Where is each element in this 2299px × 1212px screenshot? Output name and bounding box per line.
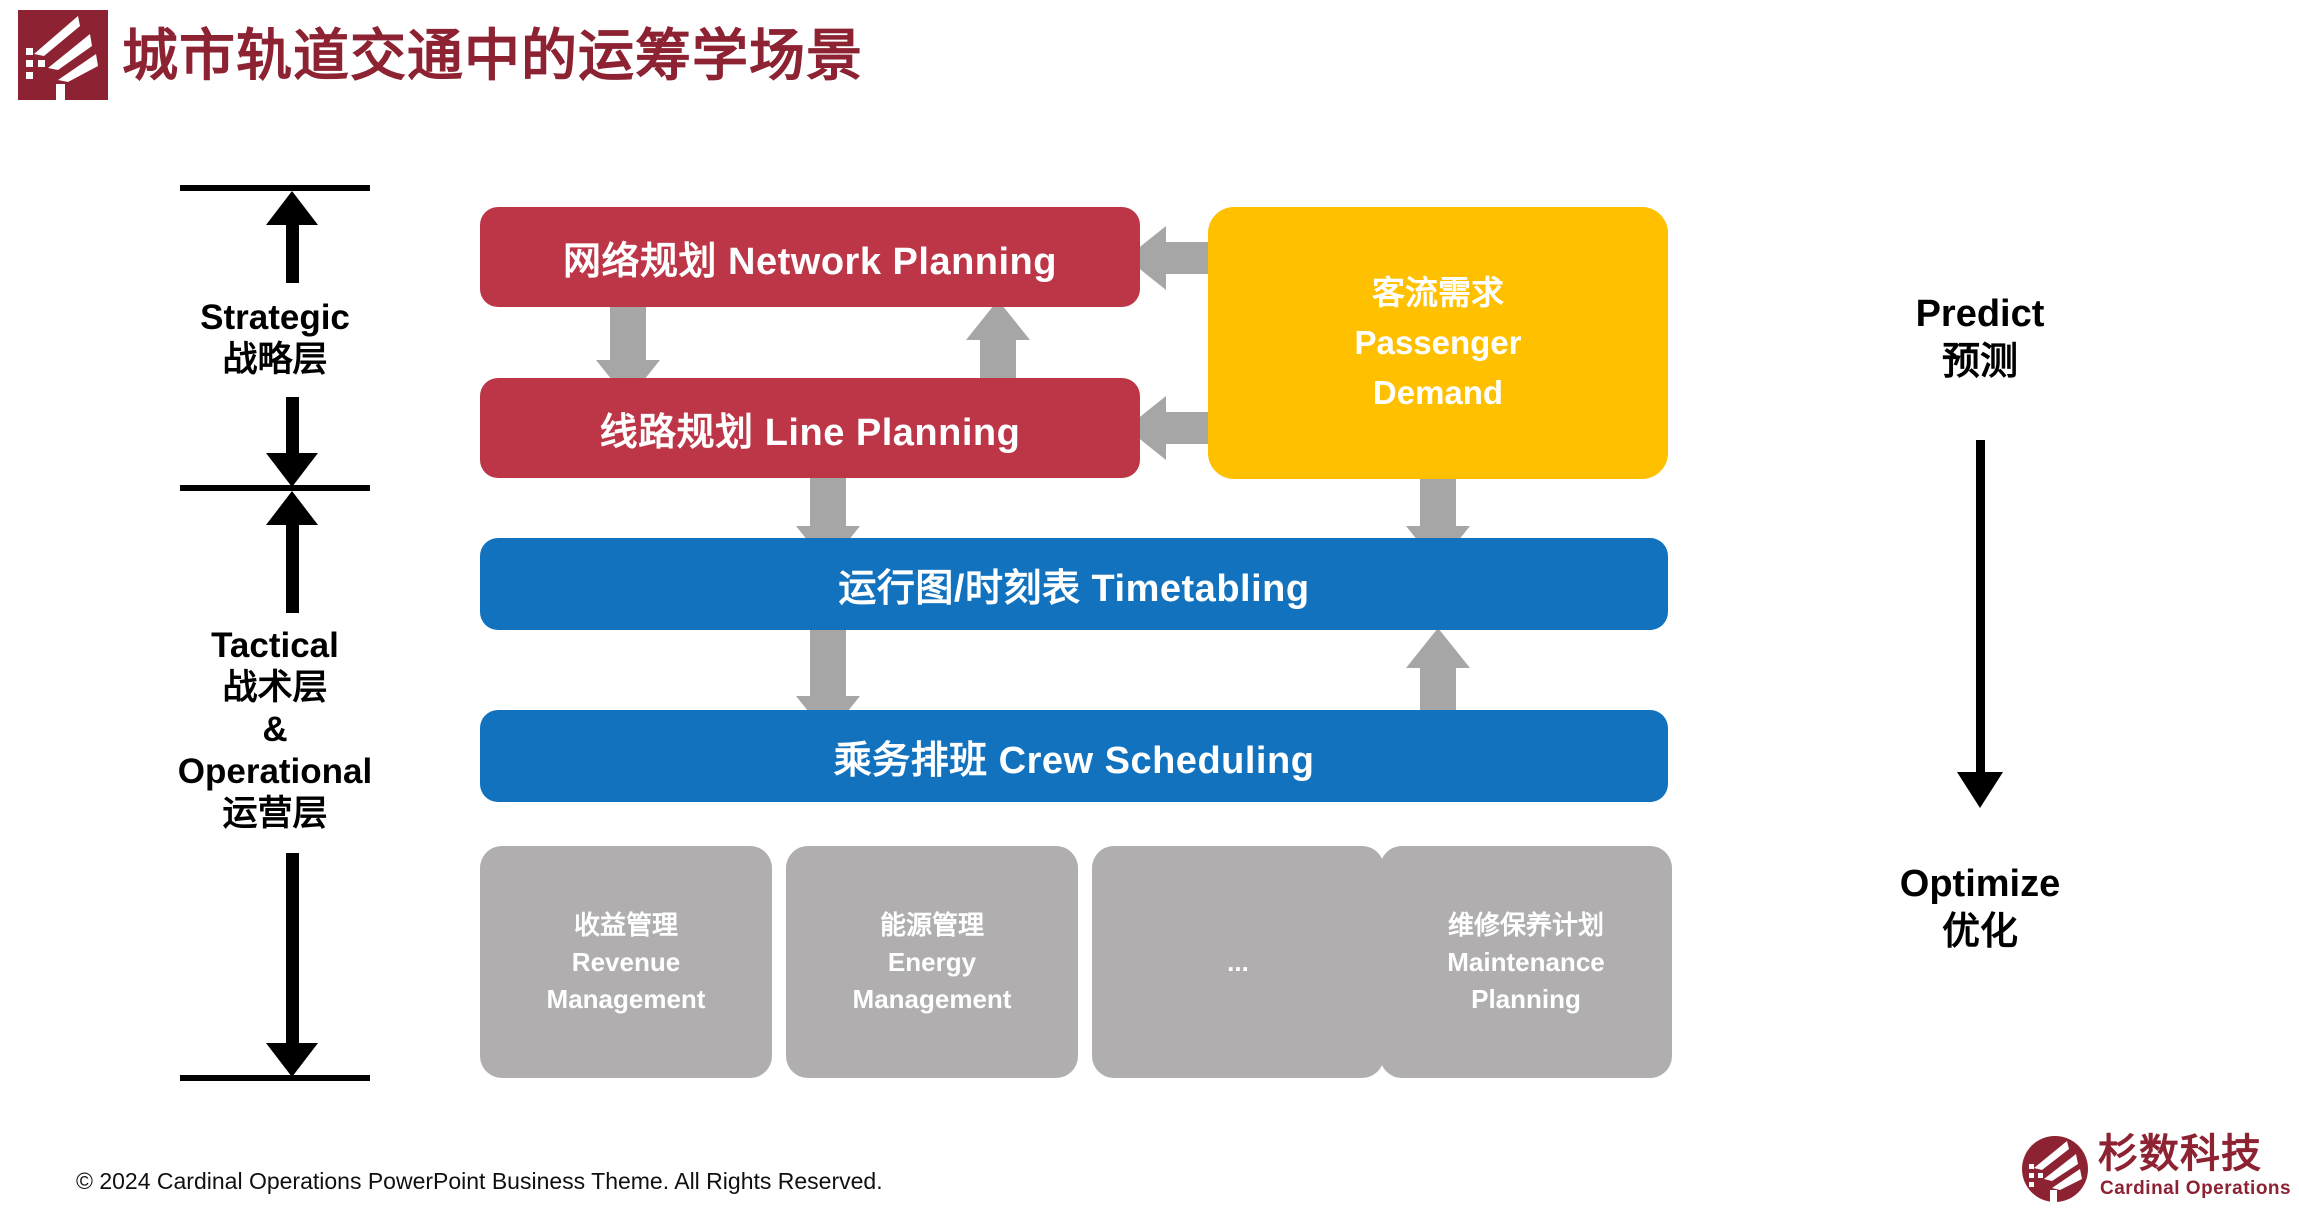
footer-copyright: © 2024 Cardinal Operations PowerPoint Bu… [76,1168,883,1194]
revenue-management-line-zh: 收益管理 [573,909,678,940]
slide-header: 城市轨道交通中的运筹学场景 [0,0,2299,120]
maintenance-planning-line-en2: Planning [1471,983,1581,1014]
flow-box-line-planning[interactable]: 线路规划 Line Planning [480,378,1140,478]
scale-tick-middle [180,485,370,491]
flow-box-network-planning[interactable]: 网络规划 Network Planning [480,207,1140,307]
maintenance-planning-line-en1: Maintenance [1447,946,1605,977]
footer-logo-en-text: Cardinal Operations [2100,1178,2292,1199]
flow-box-timetabling[interactable]: 运行图/时刻表 Timetabling [480,538,1668,630]
flow-box-passenger-demand[interactable]: 客流需求 Passenger Demand [1208,207,1668,479]
predict-to-optimize-arrow-shaft [1976,440,1985,780]
flow-box-timetabling-label: 运行图/时刻表 Timetabling [838,567,1310,610]
flow-box-crew-scheduling[interactable]: 乘务排班 Crew Scheduling [480,710,1668,802]
predict-to-optimize-arrow-head [1957,772,2003,808]
passenger-demand-line-en2: Demand [1372,374,1504,411]
flow-box-network-planning-label: 网络规划 Network Planning [563,240,1057,283]
support-box-maintenance-planning[interactable]: 维修保养计划 Maintenance Planning [1380,846,1672,1078]
scale-tick-bottom [180,1075,370,1081]
energy-management-line-en2: Management [852,983,1012,1014]
scale-label-operational-zh: 运营层 [222,794,328,833]
optimize-label-zh: 优化 [1941,911,2018,953]
scale-tick-top [180,185,370,191]
footer-logo: 杉数科技 Cardinal Operations [2022,1132,2292,1206]
page-title: 城市轨道交通中的运筹学场景 [122,24,863,87]
scale-label-tactical-en: Tactical [211,626,339,665]
scale-label-tactical-zh: 战术层 [222,668,328,707]
passenger-demand-line-en1: Passenger [1354,324,1522,361]
scale-shaft-strategic-up [286,223,299,283]
flow-box-crew-scheduling-label: 乘务排班 Crew Scheduling [833,739,1315,782]
scale-arrow-down-tactical [266,1043,318,1077]
footer-logo-cn-text: 杉数科技 [2098,1132,2262,1176]
energy-management-line-en1: Energy [887,946,977,977]
cardinal-operations-logo-icon [18,10,108,100]
passenger-demand-line-zh: 客流需求 [1372,274,1504,311]
scale-label-ampersand: & [262,710,288,749]
scale-shaft-tactical-up [286,523,299,613]
scale-shaft-strategic-down [286,397,299,455]
predict-label-zh: 预测 [1941,341,2018,383]
scale-arrow-up-strategic [266,191,318,225]
predict-optimize-column: Predict 预测 Optimize 优化 [1790,290,2170,990]
scale-arrow-up-tactical [266,491,318,525]
support-box-energy-management[interactable]: 能源管理 Energy Management [786,846,1078,1078]
cardinal-operations-mark-icon [2022,1136,2088,1202]
support-box-more[interactable]: ... [1092,846,1384,1078]
support-box-revenue-management[interactable]: 收益管理 Revenue Management [480,846,772,1078]
hierarchy-scale: Strategic 战略层 Tactical 战术层 & Operational… [150,185,400,1090]
scale-arrow-down-strategic [266,453,318,487]
predict-label-en: Predict [1915,293,2045,335]
revenue-management-line-en2: Management [546,983,706,1014]
support-box-more-label: ... [1227,946,1249,977]
revenue-management-line-en1: Revenue [571,946,681,977]
maintenance-planning-line-zh: 维修保养计划 [1447,909,1604,940]
energy-management-line-zh: 能源管理 [879,909,984,940]
scale-label-strategic-en: Strategic [200,298,350,337]
flow-box-line-planning-label: 线路规划 Line Planning [599,411,1021,454]
scale-label-operational-en: Operational [177,752,373,791]
optimize-label-en: Optimize [1899,863,2061,905]
scale-label-strategic-zh: 战略层 [222,340,328,379]
scale-shaft-tactical-down [286,853,299,1045]
